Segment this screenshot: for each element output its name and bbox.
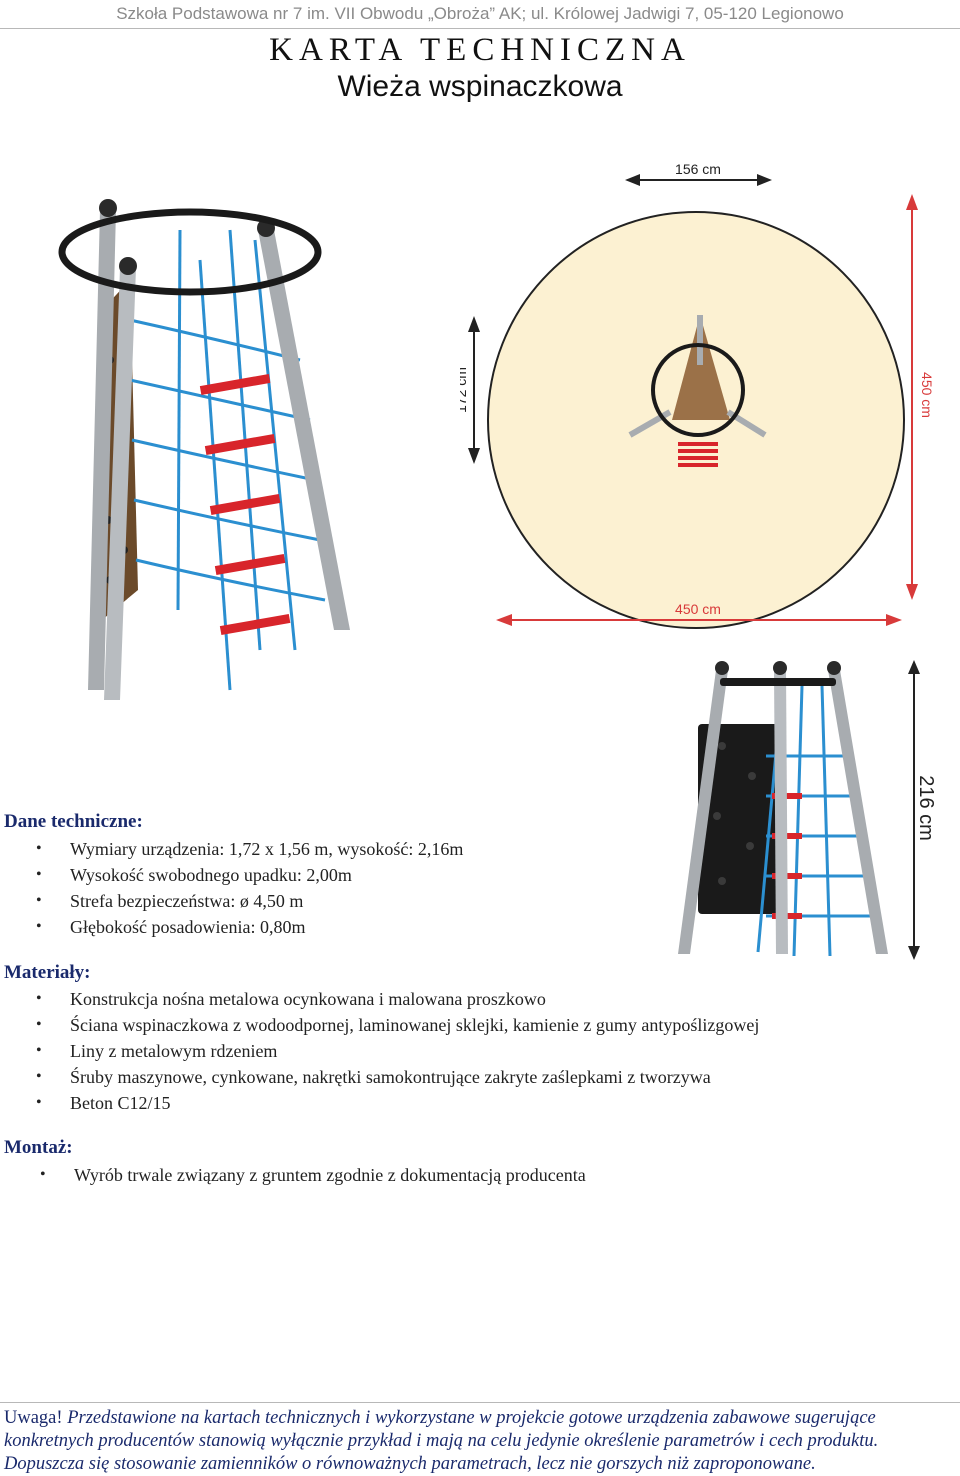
list-item-text: Wymiary urządzenia: 1,72 x 1,56 m, wysok… (70, 839, 464, 859)
depth-dimension (468, 316, 480, 464)
assembly-list: • Wyrób trwale związany z gruntem zgodnie… (8, 1162, 586, 1188)
disclaimer-footer: Uwaga! Przedstawione na kartach technicz… (0, 1402, 960, 1476)
list-item-text: Ściana wspinaczkowa z wodoodpornej, lami… (70, 1015, 760, 1035)
list-item: • Strefa bezpieczeństwa: ø 4,50 m (4, 888, 463, 914)
bullet: • (36, 918, 42, 935)
disclaimer-line-1: Uwaga! Przedstawione na kartach technicz… (4, 1407, 956, 1430)
disclaimer-line-2: konkretnych producentów stanowią wyłączn… (4, 1431, 879, 1451)
disclaimer-lead: Uwaga! (4, 1408, 63, 1428)
side-view-drawing: 216 cm (678, 660, 937, 960)
list-item-text: Beton C12/15 (70, 1093, 171, 1113)
list-item-text: Wyrób trwale związany z gruntem zgodnie … (74, 1165, 586, 1185)
technical-list: • Wymiary urządzenia: 1,72 x 1,56 m, wyso… (4, 836, 463, 940)
list-item-text: Śruby maszynowe, cynkowane, nakrętki sam… (70, 1067, 711, 1087)
assembly-heading: Montaż: (4, 1137, 73, 1158)
disclaimer-line-3: Dopuszcza się stosowanie zamienników o r… (4, 1454, 816, 1474)
list-item: • Głębokość posadowienia: 0,80m (4, 914, 463, 940)
width-label: 156 cm (675, 161, 721, 177)
disclaimer-text-1: Przedstawione na kartach technicznych i … (62, 1408, 876, 1428)
page-title: KARTA TECHNICZNA (269, 32, 691, 68)
posts-side (678, 661, 888, 954)
bullet: • (36, 840, 42, 857)
page-subtitle: Wieża wspinaczkowa (337, 70, 623, 103)
bullet: • (36, 990, 42, 1007)
zone-width-label: 450 cm (675, 601, 721, 617)
materials-heading: Materiały: (4, 962, 91, 983)
list-item-text: Konstrukcja nośna metalowa ocynkowana i … (70, 989, 546, 1009)
bullet: • (36, 892, 42, 909)
list-item-text: Liny z metalowym rdzeniem (70, 1041, 278, 1061)
list-item: • Śruby maszynowe, cynkowane, nakrętki sa… (4, 1064, 759, 1090)
height-label: 216 cm (915, 775, 937, 841)
list-item-text: Strefa bezpieczeństwa: ø 4,50 m (70, 891, 304, 911)
depth-label: 172 cm (460, 367, 469, 413)
technical-heading: Dane techniczne: (4, 811, 143, 832)
list-item-text: Głębokość posadowienia: 0,80m (70, 917, 306, 937)
list-item: • Konstrukcja nośna metalowa ocynkowana i… (4, 986, 759, 1012)
device-footprint (628, 315, 767, 467)
climbing-wall-side (698, 724, 780, 914)
list-item-text: Wysokość swobodnego upadku: 2,00m (70, 865, 352, 885)
zone-height-dimension (906, 194, 918, 600)
list-item: • Ściana wspinaczkowa z wodoodpornej, lam… (4, 1012, 759, 1038)
list-item: • Wysokość swobodnego upadku: 2,00m (4, 862, 463, 888)
rope-net-side (756, 685, 870, 957)
school-header: Szkoła Podstawowa nr 7 im. VII Obwodu „O… (0, 0, 960, 29)
rope-net (129, 229, 326, 691)
tower-perspective-illustration (58, 199, 350, 700)
bullet: • (36, 1094, 42, 1111)
steel-posts (88, 199, 350, 700)
list-item: • Wymiary urządzenia: 1,72 x 1,56 m, wyso… (4, 836, 463, 862)
ladder-rungs (199, 373, 291, 636)
bullet: • (36, 1042, 42, 1059)
height-dimension (908, 660, 920, 960)
holds-side (713, 742, 756, 885)
zone-width-dimension (496, 614, 902, 626)
zone-height-label: 450 cm (919, 372, 935, 418)
width-dimension (625, 174, 772, 186)
list-item: • Liny z metalowym rdzeniem (4, 1038, 759, 1064)
bullet: • (36, 1016, 42, 1033)
list-item: • Beton C12/15 (4, 1090, 759, 1116)
bullet: • (36, 1068, 42, 1085)
plan-view-drawing: 156 cm 172 cm 450 cm 450 cm (460, 161, 935, 629)
list-item: • Wyrób trwale związany z gruntem zgodnie… (8, 1162, 586, 1188)
materials-list: • Konstrukcja nośna metalowa ocynkowana i… (4, 986, 759, 1116)
bullet: • (36, 866, 42, 883)
top-ring (58, 208, 322, 296)
bullet: • (40, 1166, 46, 1183)
